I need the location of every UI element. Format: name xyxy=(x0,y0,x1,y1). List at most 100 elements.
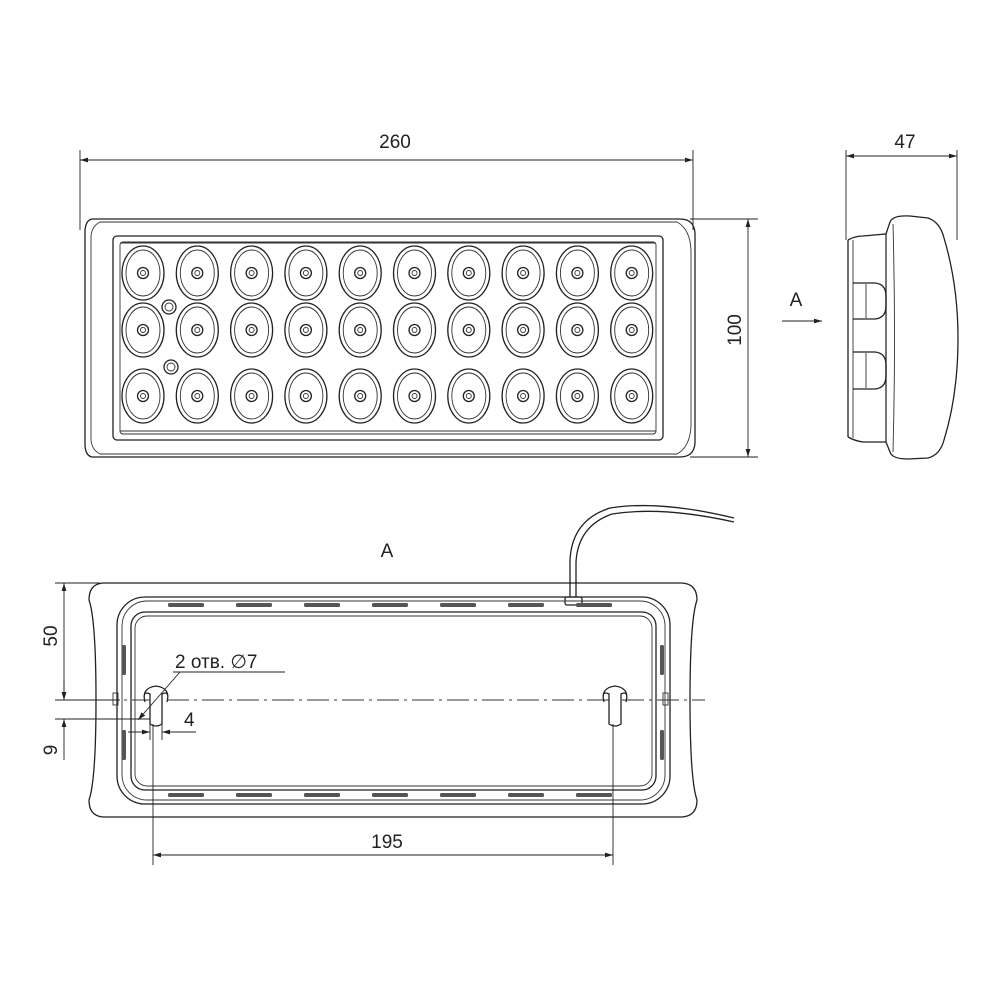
led-reflector-outer xyxy=(229,302,274,358)
led-reflector-outer xyxy=(338,368,382,424)
vent-slot-bottom xyxy=(576,793,612,797)
led-reflector-outer xyxy=(175,245,219,301)
front-housing-inner xyxy=(90,221,692,455)
led-reflector-outer xyxy=(121,368,165,424)
led-diode xyxy=(571,323,584,337)
led-reflector-outer xyxy=(447,302,491,358)
led-cell xyxy=(447,368,491,424)
led-reflector-inner xyxy=(451,306,487,354)
led-diode-core xyxy=(628,327,635,333)
led-reflector-outer xyxy=(284,302,328,358)
led-reflector-inner xyxy=(125,372,161,420)
rear-plate-mid xyxy=(121,600,666,801)
vent-slot-bottom xyxy=(440,793,476,797)
led-reflector-outer xyxy=(555,302,600,358)
lens-frame-inner xyxy=(119,241,657,435)
indicator-dot-lower-inner xyxy=(166,362,176,372)
power-cable xyxy=(569,504,735,600)
led-reflector-inner xyxy=(505,306,541,354)
vent-slot-top xyxy=(372,603,408,607)
led-reflector-inner xyxy=(451,372,487,420)
led-diode xyxy=(408,266,421,280)
led-diode-core xyxy=(140,270,146,276)
led-diode xyxy=(136,389,150,403)
led-reflector-outer xyxy=(121,302,165,358)
led-cell xyxy=(284,302,328,358)
led-cell xyxy=(338,302,382,358)
led-diode-core xyxy=(574,270,581,276)
led-reflector-inner xyxy=(451,249,487,297)
rear-plate-outer xyxy=(116,596,671,805)
led-diode xyxy=(516,323,530,337)
led-cell xyxy=(610,245,654,301)
led-diode xyxy=(354,389,367,403)
vent-slot-top xyxy=(440,603,476,607)
led-reflector-inner xyxy=(559,372,595,420)
led-reflector-inner xyxy=(397,249,432,297)
led-diode xyxy=(191,266,204,280)
led-diode xyxy=(191,323,204,337)
led-reflector-inner xyxy=(614,372,650,420)
led-cell xyxy=(175,302,219,358)
vent-slot-right xyxy=(660,645,664,675)
led-diode-core xyxy=(574,393,581,399)
led-diode-core xyxy=(357,327,364,333)
led-cell xyxy=(610,302,654,358)
led-diode-core xyxy=(302,327,309,333)
width-label: 260 xyxy=(379,132,411,153)
led-reflector-outer xyxy=(501,368,545,424)
led-diode-core xyxy=(465,327,472,333)
led-reflector-outer xyxy=(175,302,219,358)
led-diode-core xyxy=(520,270,527,276)
led-diode-core xyxy=(194,270,201,276)
front-view: 260 100 xyxy=(79,132,758,458)
led-reflector-inner xyxy=(505,372,541,420)
led-cell xyxy=(229,302,274,358)
led-reflector-outer xyxy=(447,368,491,424)
led-diode xyxy=(625,389,638,403)
led-reflector-outer xyxy=(175,368,219,424)
led-diode-core xyxy=(140,327,146,333)
rear-housing-outer xyxy=(88,582,698,818)
rear-plate-inner-2 xyxy=(134,615,653,787)
led-reflector-inner xyxy=(234,249,270,297)
led-cell xyxy=(338,368,382,424)
led-reflector-inner xyxy=(397,306,432,354)
led-cell xyxy=(229,245,274,301)
indicator-dot-lower xyxy=(163,359,179,375)
led-reflector-inner xyxy=(342,249,378,297)
rear-plate-inner xyxy=(130,611,657,791)
side-clip-right xyxy=(662,692,669,706)
led-cell xyxy=(121,302,165,358)
keyhole-left xyxy=(143,685,169,727)
side-clip-left xyxy=(112,692,119,706)
front-housing-outer xyxy=(84,218,696,458)
led-reflector-inner xyxy=(179,372,215,420)
led-reflector-inner xyxy=(179,249,215,297)
led-diode xyxy=(354,323,367,337)
slot-label: 4 xyxy=(184,710,195,731)
led-reflector-outer xyxy=(610,368,654,424)
offset-bottom-label: 9 xyxy=(41,745,62,756)
led-diode-core xyxy=(248,270,255,276)
led-diode xyxy=(462,266,475,280)
led-diode xyxy=(299,389,313,403)
led-reflector-inner xyxy=(614,249,650,297)
led-cell xyxy=(501,302,545,358)
led-diode-core xyxy=(140,393,146,399)
side-view: 47 A xyxy=(782,132,959,460)
led-diode-core xyxy=(520,393,527,399)
led-reflector-outer xyxy=(229,368,274,424)
led-cell xyxy=(121,245,165,301)
led-cell xyxy=(392,245,437,301)
rear-view-title: A xyxy=(381,541,394,562)
led-reflector-inner xyxy=(559,249,595,297)
vent-slot-top xyxy=(304,603,340,607)
led-diode xyxy=(462,323,475,337)
led-cell xyxy=(392,302,437,358)
led-diode xyxy=(571,266,584,280)
led-reflector-inner xyxy=(397,372,432,420)
led-reflector-outer xyxy=(555,245,600,301)
vent-slot-bottom xyxy=(372,793,408,797)
led-reflector-outer xyxy=(501,302,545,358)
